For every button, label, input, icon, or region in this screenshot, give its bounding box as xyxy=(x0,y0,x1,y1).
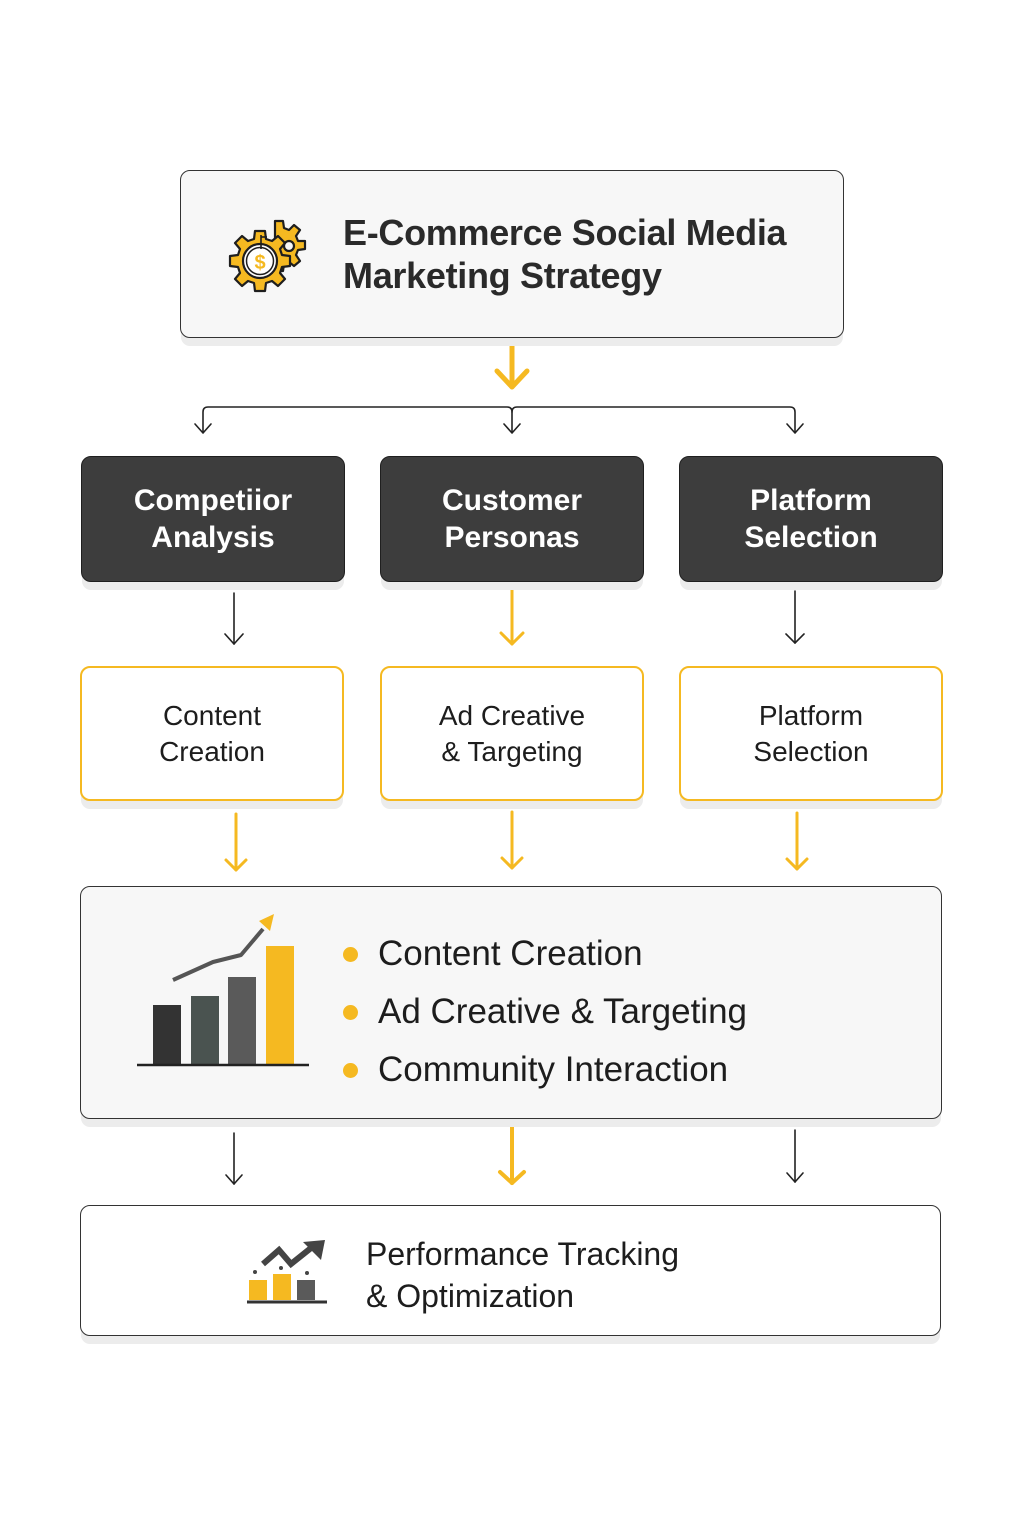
step-competitor-analysis[interactable]: Competiior Analysis xyxy=(81,456,345,582)
arrow-personas-down xyxy=(499,587,525,646)
step-label: Ad Creative & Targeting xyxy=(438,699,586,767)
step-content-creation[interactable]: Content Creation xyxy=(80,666,344,801)
arrow-summary-left-down xyxy=(225,1132,243,1185)
step-label: Content Creation xyxy=(159,699,265,767)
step-performance-tracking[interactable]: Performance Tracking & Optimization xyxy=(80,1205,941,1336)
summary-item: Ad Creative & Targeting xyxy=(343,983,747,1041)
performance-tracking-label: Performance Tracking & Optimization xyxy=(366,1236,680,1314)
arrow-platform2-down xyxy=(785,811,809,871)
step-label: Platform Selection xyxy=(744,484,878,554)
summary-item: Community Interaction xyxy=(343,1041,747,1099)
summary-box[interactable]: Content Creation Ad Creative & Targeting… xyxy=(80,886,942,1119)
step-platform-selection-2[interactable]: Platform Selection xyxy=(679,666,943,801)
strategy-title-box[interactable]: $ E-Commerce Social Media Marketing Stra… xyxy=(180,170,844,338)
bullet-dot-icon xyxy=(343,946,358,962)
arrow-ad-down xyxy=(500,810,524,870)
gear-dollar-icon: $ xyxy=(228,219,307,293)
summary-item-text: Ad Creative & Targeting xyxy=(378,992,748,1031)
step-label: Customer Personas xyxy=(441,484,583,554)
arrow-title-down xyxy=(494,337,530,390)
growth-bar-chart-icon xyxy=(137,914,309,1067)
arrow-summary-center-down xyxy=(498,1125,526,1185)
strategy-title-line1: E-Commerce Social Media xyxy=(343,212,787,253)
bullet-dot-icon xyxy=(343,1062,358,1078)
svg-text:$: $ xyxy=(254,252,265,274)
step-label: Platform Selection xyxy=(753,699,869,767)
strategy-title: E-Commerce Social Media Marketing Strate… xyxy=(343,211,787,297)
summary-item-text: Community Interaction xyxy=(378,1050,729,1089)
arrow-platform-down xyxy=(785,590,805,644)
strategy-title-line2: Marketing Strategy xyxy=(343,255,662,296)
summary-item: Content Creation xyxy=(343,925,747,983)
step-label: Competiior Analysis xyxy=(133,484,293,554)
step-ad-creative-targeting[interactable]: Ad Creative & Targeting xyxy=(380,666,644,801)
bullet-dot-icon xyxy=(343,1004,358,1020)
arrow-content-down xyxy=(224,812,248,872)
summary-item-text: Content Creation xyxy=(378,934,643,973)
performance-chart-icon xyxy=(247,1240,327,1304)
step-customer-personas[interactable]: Customer Personas xyxy=(380,456,644,582)
step-platform-selection[interactable]: Platform Selection xyxy=(679,456,943,582)
arrow-competitor-down xyxy=(224,592,244,645)
arrow-summary-right-down xyxy=(786,1129,804,1183)
branch-bracket xyxy=(194,406,804,434)
summary-list: Content Creation Ad Creative & Targeting… xyxy=(343,925,747,1099)
